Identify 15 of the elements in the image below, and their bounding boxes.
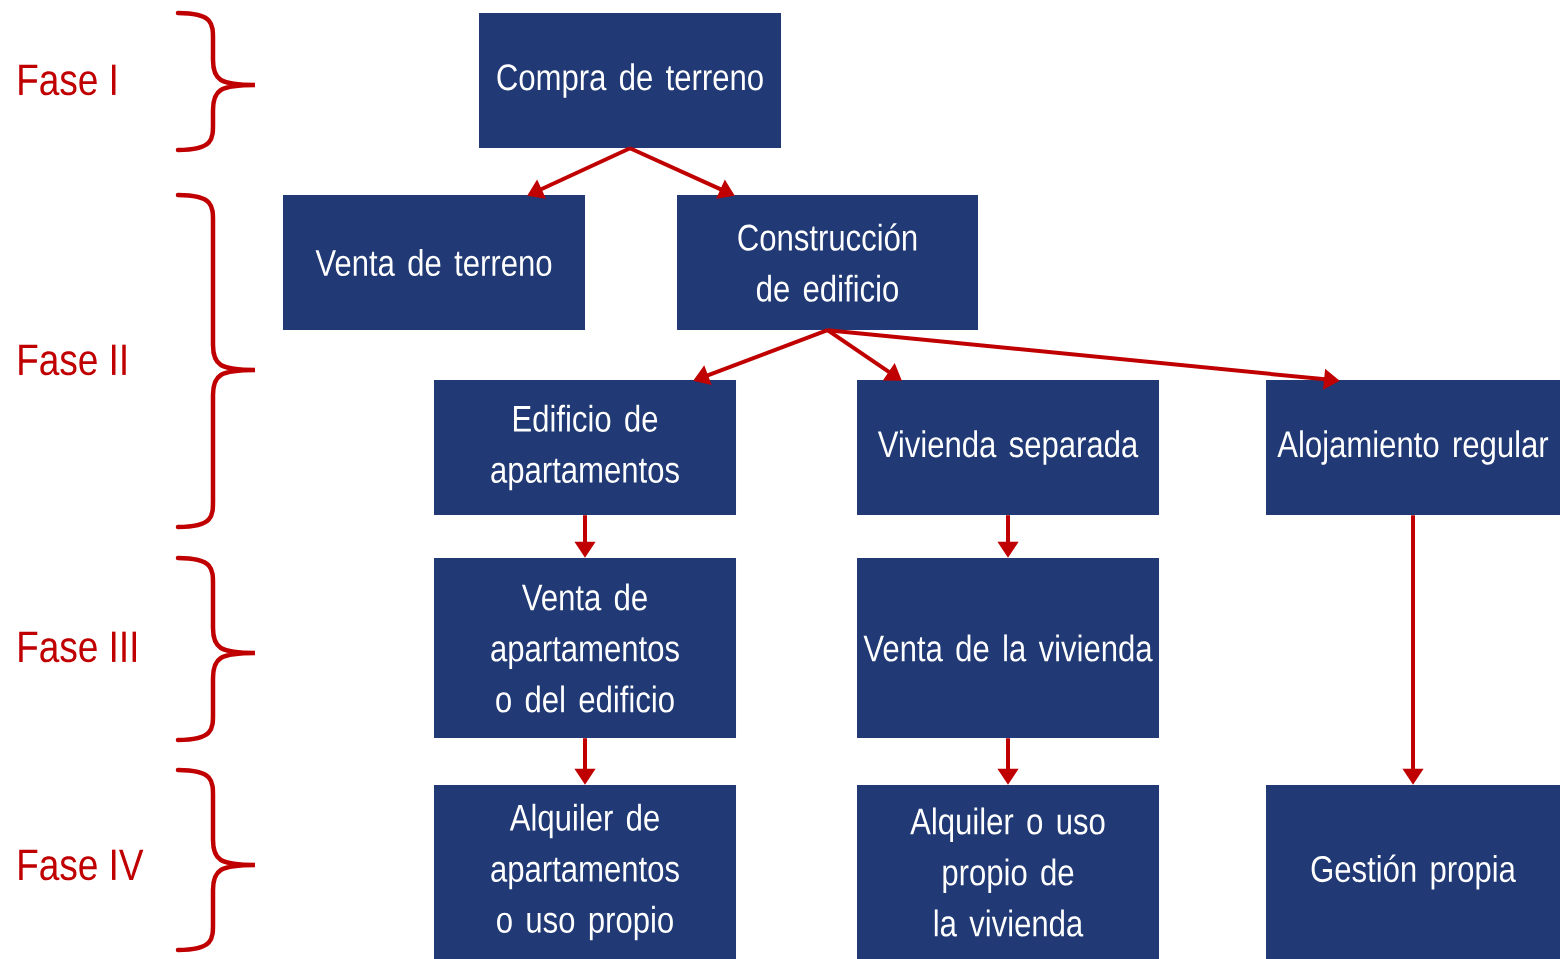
process-box: Compra de terreno — [479, 13, 781, 148]
process-box: Alquiler o uso propio de la vivienda — [857, 785, 1159, 959]
process-box: Venta de terreno — [283, 195, 585, 330]
process-box: Gestión propia — [1266, 785, 1560, 959]
phase-label: Fase II — [19, 344, 126, 376]
phase-label: Fase IV — [19, 849, 144, 881]
process-box: Alojamiento regular — [1266, 380, 1560, 515]
process-box: Construcción de edificio — [677, 195, 978, 330]
process-box: Edificio de apartamentos — [434, 380, 736, 515]
process-box: Venta de la vivienda — [857, 558, 1159, 738]
process-box: Venta de apartamentos o del edificio — [434, 558, 736, 738]
process-box: Vivienda separada — [857, 380, 1159, 515]
phase-label: Fase I — [19, 64, 116, 96]
process-box: Alquiler de apartamentos o uso propio — [434, 785, 736, 959]
phase-label: Fase III — [19, 631, 136, 663]
